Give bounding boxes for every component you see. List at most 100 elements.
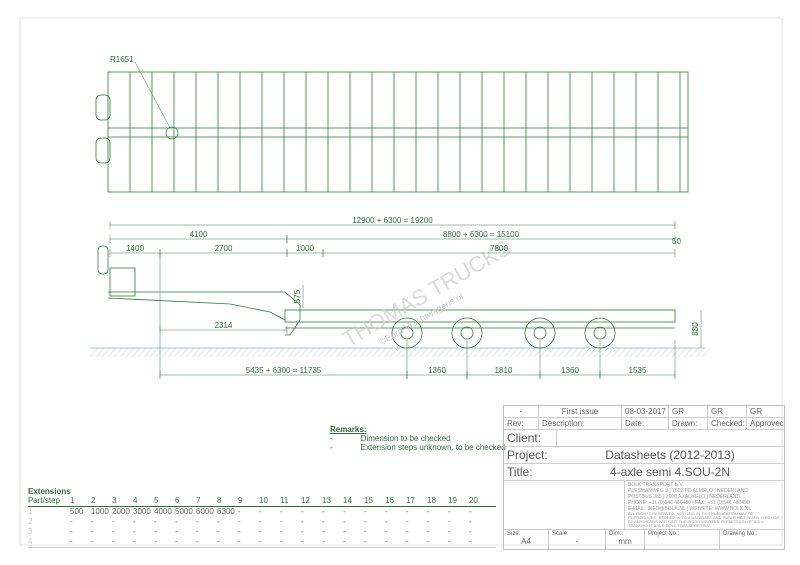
extension-value: - xyxy=(301,517,304,526)
wheel-hub xyxy=(593,326,607,340)
wheel-hub xyxy=(400,326,414,340)
extension-value: - xyxy=(133,537,136,546)
extension-value: - xyxy=(385,537,388,546)
extension-value: - xyxy=(322,507,325,516)
extension-value: - xyxy=(322,537,325,546)
approved-header: Approved: xyxy=(750,419,783,428)
extension-value: - xyxy=(427,527,430,536)
title-value: 4-axle semi 4.SOU-2N xyxy=(609,465,731,479)
step-header: 8 xyxy=(217,496,222,505)
extension-value: - xyxy=(469,537,472,546)
extension-value: 4000 xyxy=(154,507,172,516)
dimension-label: 7800 xyxy=(490,244,508,253)
step-header: 19 xyxy=(448,496,457,505)
extension-value: - xyxy=(364,517,367,526)
extension-value: - xyxy=(322,527,325,536)
extension-value: - xyxy=(448,527,451,536)
extension-value: - xyxy=(238,537,241,546)
extension-value: - xyxy=(238,507,241,516)
extension-value: - xyxy=(385,527,388,536)
dimension-label: 4100 xyxy=(190,230,208,239)
company-info: BOLK TRANSPORT B.V.PLESMANWEG 3 | 7602 P… xyxy=(628,482,780,528)
dimension-label: 50 xyxy=(672,237,681,246)
extension-value: 6000 xyxy=(196,507,214,516)
extension-value: - xyxy=(259,517,262,526)
radius-label: R1651 xyxy=(110,55,134,64)
step-header: 11 xyxy=(280,496,289,505)
extension-value: - xyxy=(364,537,367,546)
extension-value: - xyxy=(469,527,472,536)
step-header: 16 xyxy=(385,496,394,505)
extension-value: - xyxy=(217,527,220,536)
part-label: 3 xyxy=(28,527,33,536)
dimension-label: 2700 xyxy=(215,244,233,253)
step-header: 1 xyxy=(70,496,75,505)
scale-value: - xyxy=(575,537,579,546)
remarks-title: Remarks: xyxy=(330,425,367,434)
top-view: R1651 xyxy=(95,55,689,193)
extension-value: - xyxy=(70,527,73,536)
extension-value: - xyxy=(343,517,346,526)
rev-header: Rev: xyxy=(504,418,539,429)
project-label: Project: xyxy=(507,448,548,462)
size-label: Size: xyxy=(507,531,521,537)
extension-value: 2000 xyxy=(112,507,130,516)
scale-label: Scale: xyxy=(552,531,569,537)
extension-value: 1000 xyxy=(91,507,109,516)
extension-value: - xyxy=(343,527,346,536)
dimension-label: 1360 xyxy=(561,366,579,375)
drawn-value: GR xyxy=(669,406,708,417)
remark-item: Extension steps unknown, to be checked xyxy=(360,443,506,452)
step-header: 10 xyxy=(259,496,268,505)
extension-value: - xyxy=(343,537,346,546)
size-value: A4 xyxy=(521,537,531,546)
step-header: 3 xyxy=(112,496,117,505)
title-label: Title: xyxy=(507,465,533,479)
extension-value: - xyxy=(70,537,73,546)
approved-value: GR xyxy=(750,407,762,416)
extension-value: - xyxy=(469,517,472,526)
remark-item: Dimension to be checked xyxy=(360,434,451,443)
extension-value: - xyxy=(175,527,178,536)
watermark: THOMAS TRUCKS xyxy=(338,235,515,352)
extension-value: - xyxy=(280,507,283,516)
extension-value: - xyxy=(91,527,94,536)
dimension-label: 880 xyxy=(691,322,700,336)
extension-value: - xyxy=(448,537,451,546)
extension-value: - xyxy=(343,507,346,516)
step-header: 4 xyxy=(133,496,138,505)
step-header: 7 xyxy=(196,496,201,505)
extension-value: - xyxy=(112,527,115,536)
description-header: Description: xyxy=(539,418,622,429)
step-header: 18 xyxy=(427,496,436,505)
extension-value: - xyxy=(196,537,199,546)
extension-value: 6300 xyxy=(217,507,235,516)
step-header: 5 xyxy=(154,496,159,505)
dimension-label: 1400 xyxy=(126,244,144,253)
dimension-label: 2314 xyxy=(215,321,233,330)
extension-value: - xyxy=(280,517,283,526)
extension-value: - xyxy=(217,537,220,546)
extension-value: - xyxy=(427,517,430,526)
title-block: - First issue 08-03-2017 GR GR GR Rev: D… xyxy=(503,405,785,550)
extension-value: - xyxy=(70,517,73,526)
extension-value: - xyxy=(112,537,115,546)
extension-value: - xyxy=(322,517,325,526)
extension-value: - xyxy=(385,507,388,516)
extension-value: - xyxy=(406,527,409,536)
extension-value: - xyxy=(175,537,178,546)
extension-value: - xyxy=(91,537,94,546)
extension-value: - xyxy=(448,507,451,516)
extension-row: 4-------------------- xyxy=(28,537,496,547)
extension-value: - xyxy=(112,517,115,526)
client-value xyxy=(557,430,784,446)
date-value: 08-03-2017 xyxy=(622,406,669,417)
extension-value: - xyxy=(154,517,157,526)
extension-value: - xyxy=(238,517,241,526)
extension-value: 3000 xyxy=(133,507,151,516)
dimension-label: 1535 xyxy=(629,366,647,375)
client-label: Client: xyxy=(504,430,557,446)
